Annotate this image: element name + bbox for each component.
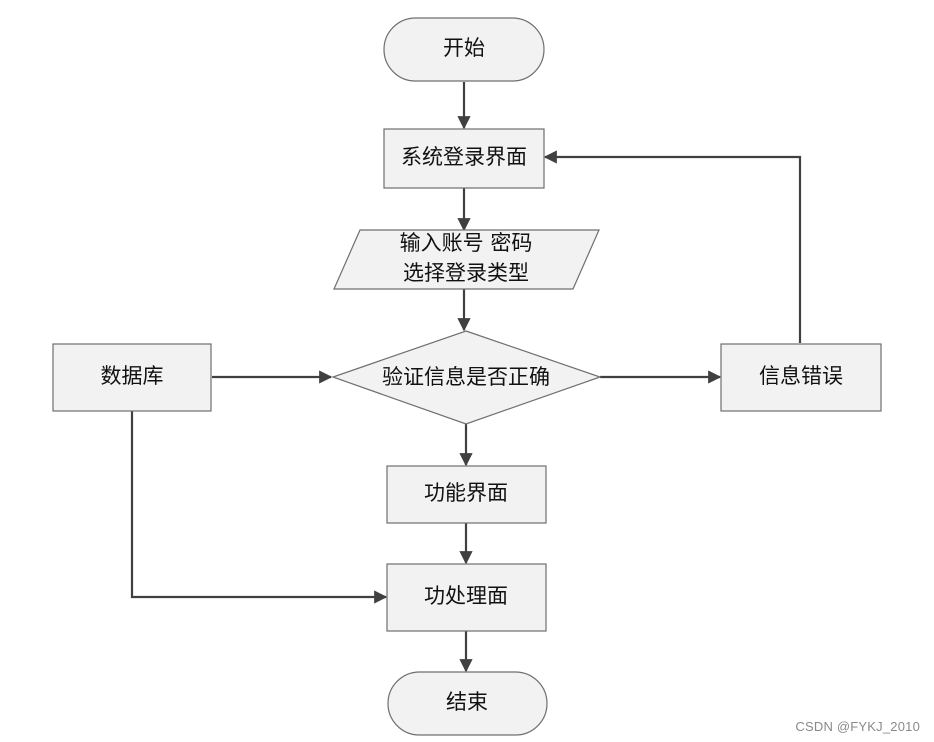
end-terminator-shape [387,671,548,736]
node-function-screen: 功能界面 [386,465,547,524]
info-error-label: 信息错误 [759,364,843,388]
verify-label: 验证信息是否正确 [382,365,550,389]
node-login-screen: 系统登录界面 [383,128,545,189]
start-terminator-shape [383,17,545,82]
input-label-line-2: 选择登录类型 [403,261,529,285]
process-screen-label: 功处理面 [424,584,508,608]
input-label-line-1: 输入账号 密码 [400,231,533,255]
edge-database-to-process [130,411,388,604]
node-verify: 验证信息是否正确 [331,330,602,425]
login-screen-box [383,128,545,189]
edge-error-to-login [543,150,802,343]
node-info-error: 信息错误 [720,343,882,412]
end-label: 结束 [446,690,488,714]
info-error-box [720,343,882,412]
process-screen-box [386,563,547,632]
node-start: 开始 [383,17,545,82]
verify-decision-shape [331,330,602,425]
node-end: 结束 [387,671,548,736]
node-database: 数据库 [52,343,212,412]
login-screen-label: 系统登录界面 [401,145,527,169]
node-process-screen: 功处理面 [386,563,547,632]
database-label: 数据库 [101,364,164,388]
edges [130,82,802,673]
function-screen-box [386,465,547,524]
function-screen-label: 功能界面 [424,481,508,505]
watermark: CSDN @FYKJ_2010 [795,719,920,734]
start-label: 开始 [443,36,485,60]
input-data-shape [333,229,600,290]
node-input: 输入账号 密码 选择登录类型 [333,229,600,290]
database-box [52,343,212,412]
